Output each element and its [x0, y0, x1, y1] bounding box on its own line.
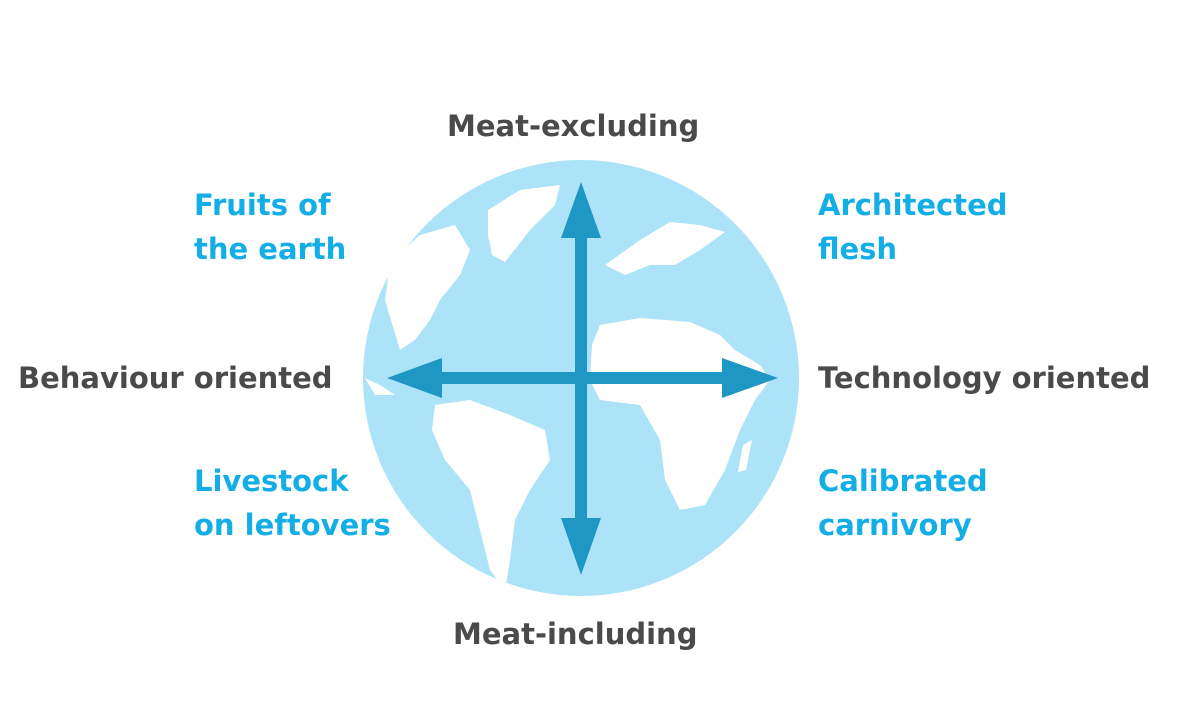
quadrant-line: the earth — [194, 232, 347, 266]
axis-label-right: Technology oriented — [818, 361, 1151, 395]
arrow-left-icon — [387, 358, 442, 398]
south-america — [432, 400, 550, 590]
arrow-up-icon — [561, 182, 601, 238]
axes-arrows — [387, 182, 778, 575]
quadrant-label-top-left: Fruits of the earth — [194, 183, 346, 271]
quadrant-line: Livestock — [194, 464, 349, 498]
quadrant-label-bottom-right: Calibrated carnivory — [818, 459, 988, 547]
axis-label-bottom: Meat-including — [453, 617, 698, 651]
quadrant-line: flesh — [818, 232, 898, 266]
quadrant-line: Fruits of — [194, 188, 331, 222]
europe — [605, 222, 725, 275]
quadrant-label-bottom-left: Livestock on leftovers — [194, 459, 391, 547]
arrow-right-icon — [722, 358, 778, 398]
greenland — [488, 185, 560, 262]
caribbean — [365, 378, 395, 395]
horizontal-axis-line — [430, 372, 730, 384]
quadrant-line: carnivory — [818, 508, 972, 542]
quadrant-label-top-right: Architected flesh — [818, 183, 1008, 271]
madagascar — [738, 440, 752, 472]
arrow-down-icon — [561, 518, 601, 575]
axis-label-left: Behaviour oriented — [18, 361, 333, 395]
quadrant-line: on leftovers — [194, 508, 391, 542]
axis-label-top: Meat-excluding — [447, 109, 700, 143]
quadrant-line: Architected — [818, 188, 1008, 222]
quadrant-line: Calibrated — [818, 464, 988, 498]
north-america — [385, 225, 470, 350]
